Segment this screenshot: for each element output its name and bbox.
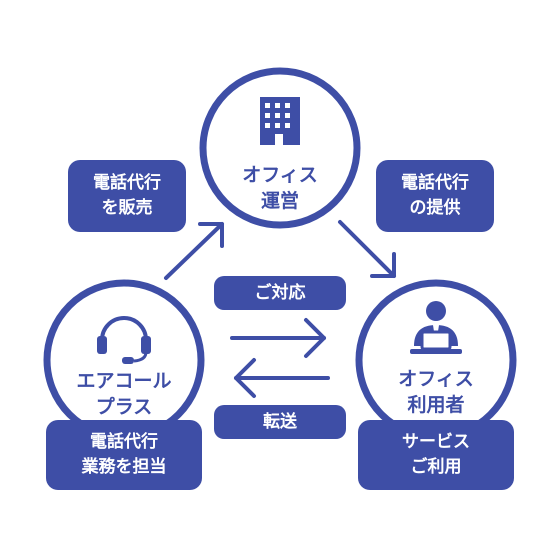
callcenter-node-label: エアコール プラス — [44, 370, 204, 420]
sell-box: 電話代行 を販売 — [68, 160, 186, 232]
handle-box-line1: 電話代行 — [90, 432, 158, 453]
callcenter-label-line2: プラス — [95, 396, 153, 418]
transfer-flow-text: 転送 — [263, 411, 297, 432]
building-icon — [260, 97, 300, 145]
person-at-laptop-icon — [410, 301, 462, 354]
sell-box-line1: 電話代行 — [93, 173, 161, 194]
sell-box-line2: を販売 — [101, 198, 153, 218]
office-label-line1: オフィス — [242, 164, 318, 187]
respond-flow-text: ご対応 — [254, 282, 306, 303]
provide-box-line1: 電話代行 — [401, 173, 469, 194]
office-node-circle — [199, 67, 361, 229]
arrow-callcenter-to-office — [164, 222, 224, 280]
use-box: サービス ご利用 — [358, 420, 514, 490]
provide-box: 電話代行 の提供 — [376, 160, 494, 232]
provide-box-line2: の提供 — [409, 198, 461, 218]
use-box-line1: サービス — [402, 432, 470, 453]
respond-flow-label: ご対応 — [214, 276, 346, 310]
user-label-line1: オフィス — [398, 368, 474, 391]
transfer-flow-label: 転送 — [214, 405, 346, 439]
user-label-line2: 利用者 — [407, 394, 465, 416]
office-label-line2: 運営 — [260, 190, 299, 212]
user-node-label: オフィス 利用者 — [356, 368, 516, 418]
arrow-left — [234, 358, 330, 398]
arrow-right — [230, 318, 326, 358]
handle-box-line2: 業務を担当 — [81, 457, 167, 477]
use-box-line2: ご利用 — [410, 457, 462, 477]
callcenter-label-line1: エアコール — [76, 370, 172, 393]
handle-box: 電話代行 業務を担当 — [46, 420, 202, 490]
office-node-label: オフィス 運営 — [200, 164, 360, 214]
headset-icon — [97, 316, 151, 364]
arrow-office-to-user — [338, 220, 396, 278]
